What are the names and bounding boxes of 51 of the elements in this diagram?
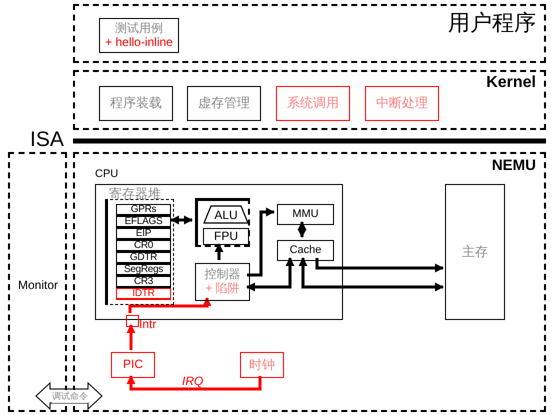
fpu-box: FPU — [203, 228, 249, 245]
port-label: Intr — [139, 317, 156, 331]
arrow — [126, 324, 136, 350]
box-title: 控制器 — [204, 268, 240, 282]
arrow — [298, 257, 444, 292]
arrow — [128, 297, 212, 313]
panel-title: 用户程序 — [448, 9, 536, 37]
arrow — [246, 257, 294, 292]
panel-title: CPU — [95, 168, 118, 180]
device-box: PIC — [111, 352, 155, 378]
port-box — [126, 315, 139, 327]
register-row: CR0 — [116, 240, 171, 252]
arrow — [316, 258, 444, 272]
layer-panel — [73, 4, 546, 63]
arrow — [298, 221, 306, 238]
memory-box: 主存 — [445, 184, 505, 320]
module-box: 程序装载 — [99, 86, 173, 121]
arrow — [126, 375, 262, 390]
mmu-box: MMU — [277, 204, 334, 225]
register-row: EIP — [116, 228, 171, 240]
arrow — [170, 216, 193, 224]
arrow — [214, 243, 224, 260]
edge-label: 调试命令 — [52, 390, 88, 403]
panel-title: Monitor — [18, 278, 58, 292]
register-row: CR3 — [116, 276, 171, 288]
panel-title: Kernel — [486, 74, 536, 92]
register-row: SegRegs — [116, 264, 171, 276]
cpu-box — [95, 184, 343, 320]
module-box: 中断处理 — [365, 86, 439, 121]
unit-group — [195, 198, 250, 247]
register-file — [105, 199, 174, 305]
panel-title: NEMU — [492, 157, 536, 174]
alu-unit: ALU — [203, 205, 249, 224]
layer-label: ISA — [30, 128, 64, 152]
module-box: 系统调用 — [276, 86, 350, 121]
register-row: IDTR — [116, 288, 171, 300]
process-box — [99, 18, 179, 53]
box-note: + 陷阱 — [205, 282, 240, 296]
box-note: + hello-inline — [105, 36, 173, 50]
register-row: GPRs — [116, 204, 171, 216]
arrow — [247, 208, 275, 276]
controller-box — [195, 263, 250, 301]
panel-title: 寄存器堆 — [109, 185, 161, 203]
register-row: EFLAGS — [116, 216, 171, 228]
register-row: GDTR — [116, 252, 171, 264]
edge-label: IRQ — [182, 374, 204, 388]
module-box: 虚存管理 — [187, 86, 261, 121]
box-title: 测试用例 — [115, 22, 163, 36]
device-box: 时钟 — [240, 352, 284, 378]
cache-box: Cache — [277, 240, 334, 261]
layer-panel — [73, 70, 546, 130]
